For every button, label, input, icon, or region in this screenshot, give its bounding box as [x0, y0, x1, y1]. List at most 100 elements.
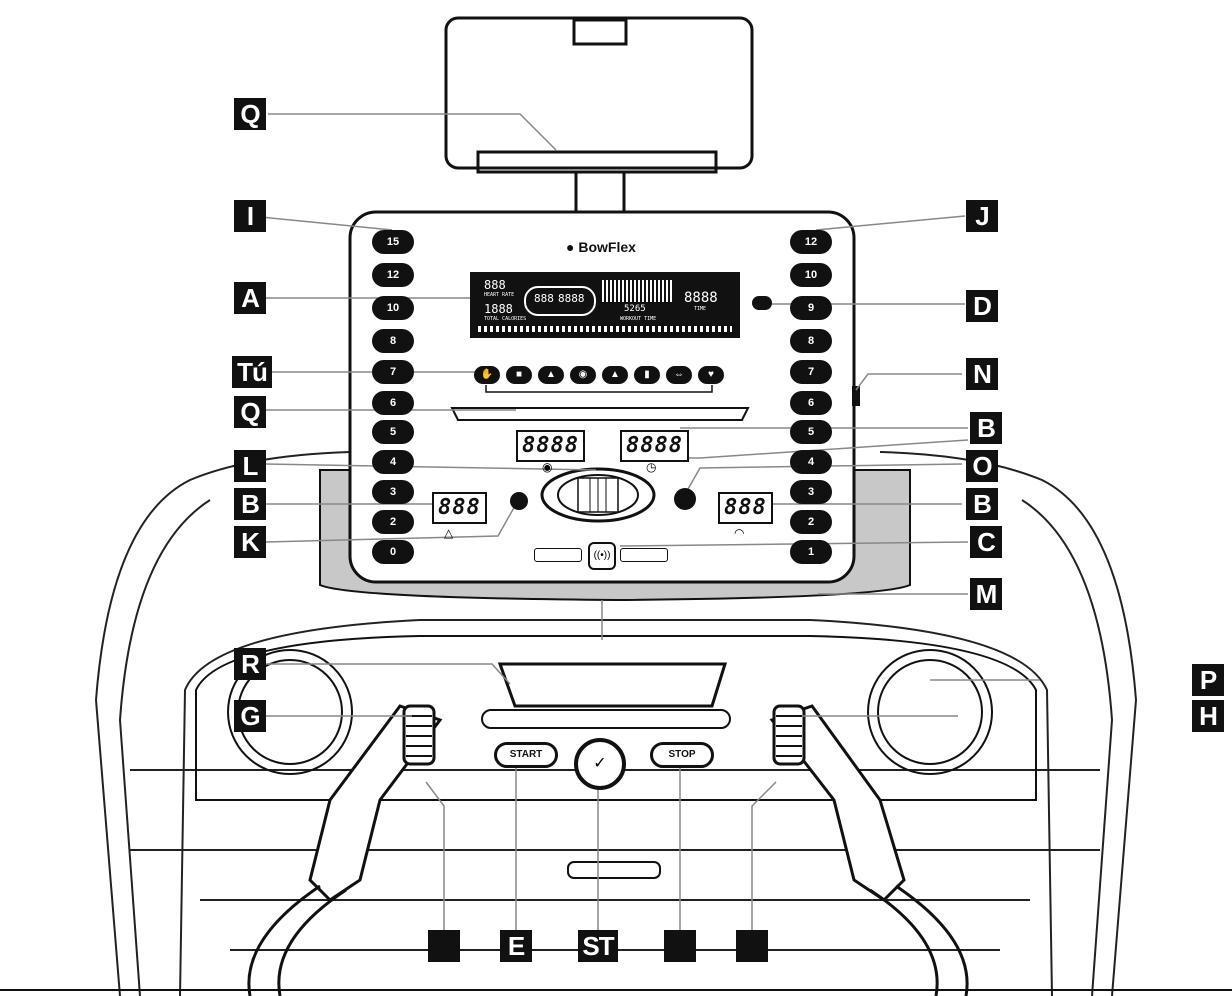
program-button-interval[interactable]: ▮ [634, 366, 660, 384]
shoe-icon: ■ [515, 369, 523, 380]
callout-k: K [234, 526, 266, 558]
callout-m: M [970, 578, 1002, 610]
console-panel [348, 210, 856, 584]
incline-button[interactable]: 5 [372, 420, 414, 444]
program-button-burn[interactable]: ▲ [538, 366, 564, 384]
callout-i: I [234, 200, 266, 232]
clock-icon: ◷ [646, 460, 657, 474]
callout-c: C [970, 526, 1002, 558]
speed-button[interactable]: 5 [790, 420, 832, 444]
program-button-hill[interactable]: ▲ [602, 366, 628, 384]
program-button-heart[interactable]: ♥ [698, 366, 724, 384]
fan-button[interactable] [510, 492, 528, 510]
incline-button[interactable]: 4 [372, 450, 414, 474]
callout-blank-1 [428, 930, 460, 962]
program-button-manual[interactable]: ✋ [474, 366, 500, 384]
incline-button[interactable]: 10 [372, 296, 414, 320]
center-dial [540, 467, 656, 523]
lcd-segment-label: WORKOUT TIME [620, 316, 657, 322]
callout-b-left: B [234, 488, 266, 520]
speedometer-icon: ◠ [734, 526, 745, 540]
incline-button[interactable]: 0 [372, 540, 414, 564]
leader-lines [249, 113, 1040, 946]
program-button-location[interactable]: ◉ [570, 366, 596, 384]
side-dial [852, 386, 860, 406]
speed-button[interactable]: 7 [790, 360, 832, 384]
tablet-holder [444, 16, 754, 218]
program-button-walk[interactable]: ■ [506, 366, 532, 384]
callout-e: E [500, 930, 532, 962]
left-handle [247, 704, 443, 996]
bluetooth-button[interactable]: ((•)) [588, 542, 616, 570]
lcd-right-label: TIME [694, 306, 707, 312]
speed-button[interactable]: 8 [790, 329, 832, 353]
distance-display: 8888 [516, 430, 585, 462]
callout-st: ST [578, 930, 618, 962]
time-display: 8888 [620, 430, 689, 462]
start-button[interactable]: START [494, 742, 558, 768]
speed-button[interactable]: 6 [790, 391, 832, 415]
cup-holder-left [227, 649, 353, 775]
incline-button[interactable]: 8 [372, 329, 414, 353]
callout-r: R [234, 648, 266, 680]
logo-text: BowFlex [578, 239, 636, 255]
speed-button[interactable]: 12 [790, 230, 832, 254]
callout-a: A [234, 282, 266, 314]
incline-button[interactable]: 7 [372, 360, 414, 384]
lcd-display: 888 HEART RATE 1888 TOTAL CALORIES 888 8… [470, 272, 740, 338]
lcd-calories: 1888 [484, 302, 513, 316]
callout-blank-2 [664, 930, 696, 962]
speed-button[interactable]: 9 [790, 296, 832, 320]
callout-tu: Tú [232, 356, 272, 388]
callout-h: H [1192, 700, 1224, 732]
speed-button[interactable]: 2 [790, 510, 832, 534]
pin-icon: ◉ [578, 369, 588, 380]
wireless-icon: ((•)) [593, 550, 611, 561]
incline-button[interactable]: 3 [372, 480, 414, 504]
incline-button[interactable]: 6 [372, 391, 414, 415]
callout-blank-3 [736, 930, 768, 962]
right-handle [769, 704, 969, 996]
callout-p: P [1192, 664, 1224, 696]
bars-icon: ▮ [644, 369, 650, 380]
callout-g: G [234, 700, 266, 732]
incline-icon: △ [444, 526, 454, 540]
lcd-calories-label: TOTAL CALORIES [484, 316, 527, 322]
cup-holder-right [867, 649, 993, 775]
quick-button[interactable] [674, 488, 696, 510]
location-icon: ◉ [542, 460, 553, 474]
callout-n: N [966, 358, 998, 390]
incline-button[interactable]: 15 [372, 230, 414, 254]
lcd-bar-graph [602, 280, 672, 302]
checkmark-icon: ✓ [593, 755, 607, 772]
mountain-icon: ▲ [610, 369, 620, 380]
lcd-heart-label: HEART RATE [484, 292, 515, 298]
safety-key[interactable]: ✓ [574, 738, 626, 790]
incline-display: 888 [432, 492, 487, 524]
logo-mark-icon: ● [566, 239, 575, 255]
lcd-heart-rate: 888 [484, 278, 506, 292]
lcd-ring-right: 8888 [558, 292, 585, 305]
speed-button[interactable]: 1 [790, 540, 832, 564]
lcd-right-value: 8888 [684, 290, 718, 306]
speed-display: 888 [718, 492, 773, 524]
callout-l: L [234, 450, 266, 482]
incline-button[interactable]: 2 [372, 510, 414, 534]
lcd-ring-left: 888 [534, 292, 554, 305]
speed-button[interactable]: 4 [790, 450, 832, 474]
callout-d: D [966, 290, 998, 322]
callout-b-top: B [970, 412, 1002, 444]
console-tray [450, 407, 750, 421]
right-app-badge [620, 548, 668, 562]
display-mode-button[interactable] [752, 296, 772, 310]
speed-button[interactable]: 10 [790, 263, 832, 287]
speed-button[interactable]: 3 [790, 480, 832, 504]
stop-button[interactable]: STOP [650, 742, 714, 768]
bowflex-logo: ● BowFlex [566, 239, 636, 255]
incline-button[interactable]: 12 [372, 263, 414, 287]
hand-icon: ✋ [480, 369, 494, 380]
lcd-bottom-strip [478, 326, 732, 332]
lcd-ring [524, 286, 596, 316]
program-button-arrows[interactable]: ⇔ [666, 366, 692, 384]
